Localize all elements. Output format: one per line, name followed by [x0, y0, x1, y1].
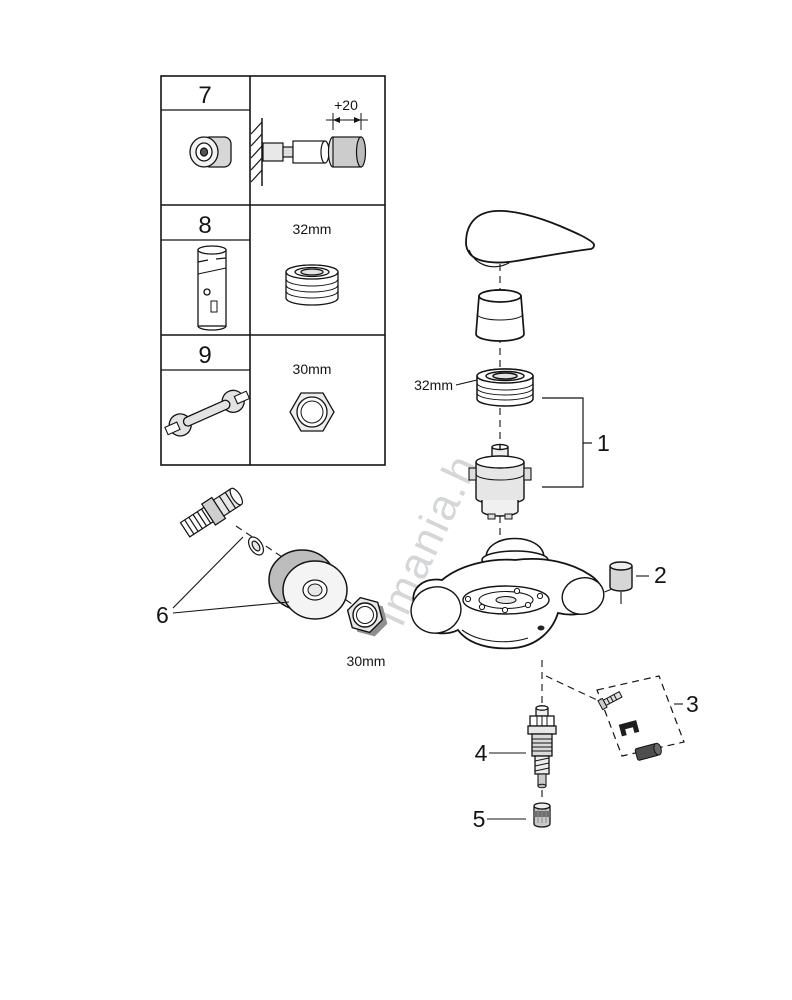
legend-32mm-label: 32mm	[293, 221, 332, 237]
part-label-6: 6	[156, 602, 169, 628]
legend-row-9-number: 9	[198, 342, 211, 369]
union-nipple-drawing	[179, 487, 244, 538]
washer-drawing	[247, 536, 265, 556]
faucet-body-drawing	[410, 557, 605, 650]
ring-dimension-label: 32mm	[414, 377, 453, 393]
part1-bracket	[542, 397, 592, 488]
legend-table	[160, 75, 386, 466]
threaded-ring-icon	[285, 264, 339, 306]
cartridge-drawing	[468, 443, 532, 520]
insert-part-drawing	[533, 802, 551, 828]
wrench-icon	[164, 389, 251, 437]
clip-drawing	[618, 720, 640, 737]
wall-section-drawing	[250, 113, 368, 186]
hex-nut-30mm-drawing	[346, 596, 388, 637]
plug-part-drawing	[609, 561, 633, 604]
handle-cap-drawing	[475, 289, 525, 342]
ring-dimension-leader	[455, 379, 478, 386]
center-axis-dashed-line	[499, 264, 613, 802]
legend-row-8-number: 8	[198, 212, 211, 239]
wall-depth-dimension-label: +20	[334, 97, 358, 113]
part6-leader-lines	[172, 536, 290, 614]
legend-30mm-label: 30mm	[293, 361, 332, 377]
mousseur-drawing	[634, 742, 662, 761]
socket-adapter-icon	[189, 136, 232, 168]
part-label-5: 5	[473, 806, 486, 832]
part-label-4: 4	[475, 740, 488, 766]
legend-table-border	[160, 75, 386, 466]
legend-row-7-number: 7	[198, 82, 211, 109]
part-label-1: 1	[597, 430, 610, 456]
retaining-ring-drawing	[476, 368, 534, 407]
nut-dimension-label: 30mm	[347, 653, 386, 669]
cartridge-tool-icon	[197, 245, 227, 331]
diverter-hole	[537, 625, 545, 631]
small-parts-box	[596, 675, 685, 757]
part-label-2: 2	[654, 562, 667, 588]
lever-handle-drawing	[465, 210, 595, 268]
hex-nut-icon	[289, 392, 335, 432]
screw-drawing	[597, 691, 623, 711]
escutcheon-drawing	[268, 549, 348, 620]
part-label-3: 3	[686, 691, 699, 717]
check-valve-drawing	[527, 705, 557, 789]
